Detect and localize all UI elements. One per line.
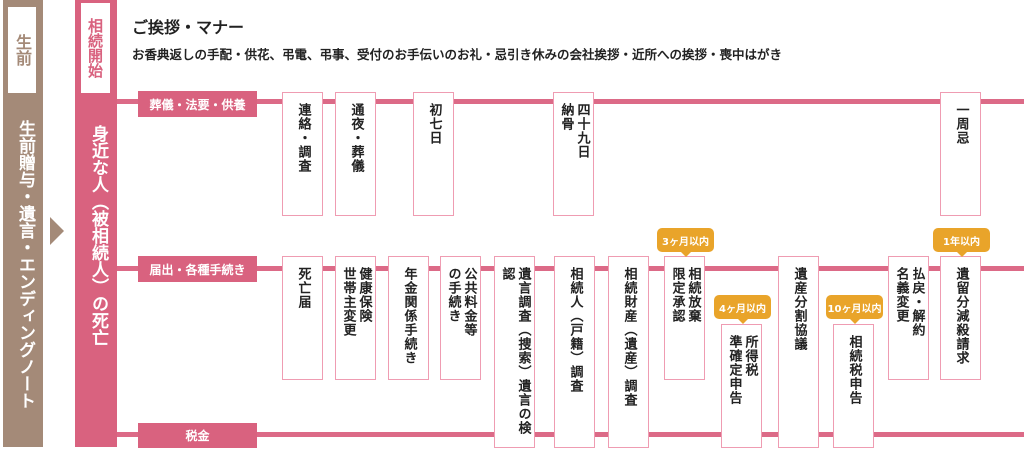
step-box-forty-ninth-day: 四十九日納骨 bbox=[553, 92, 594, 216]
step-text: 払戻・解約名義変更 bbox=[893, 267, 925, 379]
row-label-funeral: 葬儀・法要・供養 bbox=[138, 91, 257, 117]
step-text-line: 準確定申告 bbox=[726, 335, 742, 405]
deadline-badge: 3ヶ月以内 bbox=[657, 228, 714, 257]
deadline-badge: 10ヶ月以内 bbox=[826, 295, 883, 324]
step-text: 遺産分割協議 bbox=[791, 267, 807, 447]
step-text-line: 名義変更 bbox=[893, 267, 909, 323]
step-text: 初七日 bbox=[426, 103, 442, 215]
inheritance-start-label: 相続開始 bbox=[81, 3, 110, 93]
step-text-line: 遺産分割協議 bbox=[791, 267, 807, 351]
step-text-line: 公共料金等 bbox=[461, 267, 477, 337]
step-text: 通夜・葬儀 bbox=[348, 103, 364, 215]
step-box-heir-survey: 相続人（戸籍）調査 bbox=[554, 256, 595, 448]
manners-title: ご挨拶・マナー bbox=[132, 18, 245, 37]
step-text: 相続財産（遺産）調査 bbox=[621, 267, 637, 447]
step-text-line: 納骨 bbox=[558, 103, 574, 131]
step-box-death-notice: 死亡届 bbox=[282, 256, 323, 380]
step-text-line: 死亡届 bbox=[295, 267, 311, 309]
step-text: 相続放棄限定承認 bbox=[669, 267, 701, 379]
step-text: 相続人（戸籍）調査 bbox=[567, 267, 583, 447]
step-text: 遺留分減殺請求 bbox=[953, 267, 969, 379]
step-text-line: 年金関係手続き bbox=[401, 267, 417, 365]
step-box-estate-survey: 相続財産（遺産）調査 bbox=[608, 256, 649, 448]
row-label-tax: 税金 bbox=[138, 423, 257, 448]
step-text: 公共料金等の手続き bbox=[445, 267, 477, 379]
step-box-health-insurance: 健康保険世帯主変更 bbox=[335, 256, 376, 380]
pre-death-label: 生前 bbox=[8, 7, 36, 93]
step-text: 四十九日納骨 bbox=[558, 103, 590, 215]
step-text: 年金関係手続き bbox=[401, 267, 417, 379]
step-text: 一周忌 bbox=[953, 103, 969, 215]
step-text-line: 限定承認 bbox=[669, 267, 685, 323]
step-text-line: 健康保険 bbox=[356, 267, 372, 323]
inheritance-body: 身近な人（被相続人）の死亡 bbox=[88, 125, 108, 346]
step-box-inheritance-tax: 相続税申告 bbox=[833, 324, 874, 448]
step-text: 遺言調査（捜索）遺言の検認 bbox=[499, 267, 531, 447]
step-text-line: の手続き bbox=[445, 267, 461, 323]
step-text-line: 相続放棄 bbox=[685, 267, 701, 323]
step-text-line: 四十九日 bbox=[574, 103, 590, 159]
step-box-seventh-day: 初七日 bbox=[413, 92, 454, 216]
step-text-line: 相続人（戸籍）調査 bbox=[567, 267, 583, 393]
step-box-wake-funeral: 通夜・葬儀 bbox=[335, 92, 376, 216]
step-box-will-search: 遺言調査（捜索）遺言の検認 bbox=[494, 256, 535, 448]
step-text-line: 通夜・葬儀 bbox=[348, 103, 364, 173]
step-text-line: 払戻・解約 bbox=[909, 267, 925, 337]
deadline-badge: 1年以内 bbox=[933, 228, 990, 257]
step-text-line: 一周忌 bbox=[953, 103, 969, 145]
step-text: 連絡・調査 bbox=[295, 103, 311, 215]
step-text: 健康保険世帯主変更 bbox=[340, 267, 372, 379]
deadline-badge: 4ヶ月以内 bbox=[714, 295, 771, 324]
step-text-line: 遺言調査（捜索）遺言の検認 bbox=[499, 267, 531, 435]
step-text-line: 遺留分減殺請求 bbox=[953, 267, 969, 365]
step-text: 相続税申告 bbox=[846, 335, 862, 447]
step-box-pension: 年金関係手続き bbox=[388, 256, 429, 380]
arrow-right-icon bbox=[50, 217, 64, 245]
step-box-income-tax: 所得税準確定申告 bbox=[721, 324, 762, 448]
step-box-contact-survey: 連絡・調査 bbox=[282, 92, 323, 216]
step-text-line: 相続財産（遺産）調査 bbox=[621, 267, 637, 407]
step-text: 死亡届 bbox=[295, 267, 311, 379]
manners-description: お香典返しの手配・供花、弔電、弔事、受付のお手伝いのお礼・忌引き休みの会社挨拶・… bbox=[132, 47, 783, 62]
step-box-account-transfer: 払戻・解約名義変更 bbox=[888, 256, 929, 380]
step-text-line: 所得税 bbox=[742, 335, 758, 377]
step-box-utilities: 公共料金等の手続き bbox=[440, 256, 481, 380]
step-box-division-agreement: 遺産分割協議 bbox=[778, 256, 819, 448]
step-text-line: 世帯主変更 bbox=[340, 267, 356, 337]
row-label-procedures: 届出・各種手続き bbox=[138, 256, 257, 282]
step-box-first-anniversary: 一周忌 bbox=[940, 92, 981, 216]
step-box-renunciation: 相続放棄限定承認 bbox=[664, 256, 705, 380]
pre-death-body: 生前贈与・遺言・エンディングノート bbox=[15, 120, 35, 409]
step-text-line: 初七日 bbox=[426, 103, 442, 145]
step-box-legal-share-claim: 遺留分減殺請求 bbox=[940, 256, 981, 380]
step-text-line: 連絡・調査 bbox=[295, 103, 311, 173]
step-text: 所得税準確定申告 bbox=[726, 335, 758, 447]
step-text-line: 相続税申告 bbox=[846, 335, 862, 405]
